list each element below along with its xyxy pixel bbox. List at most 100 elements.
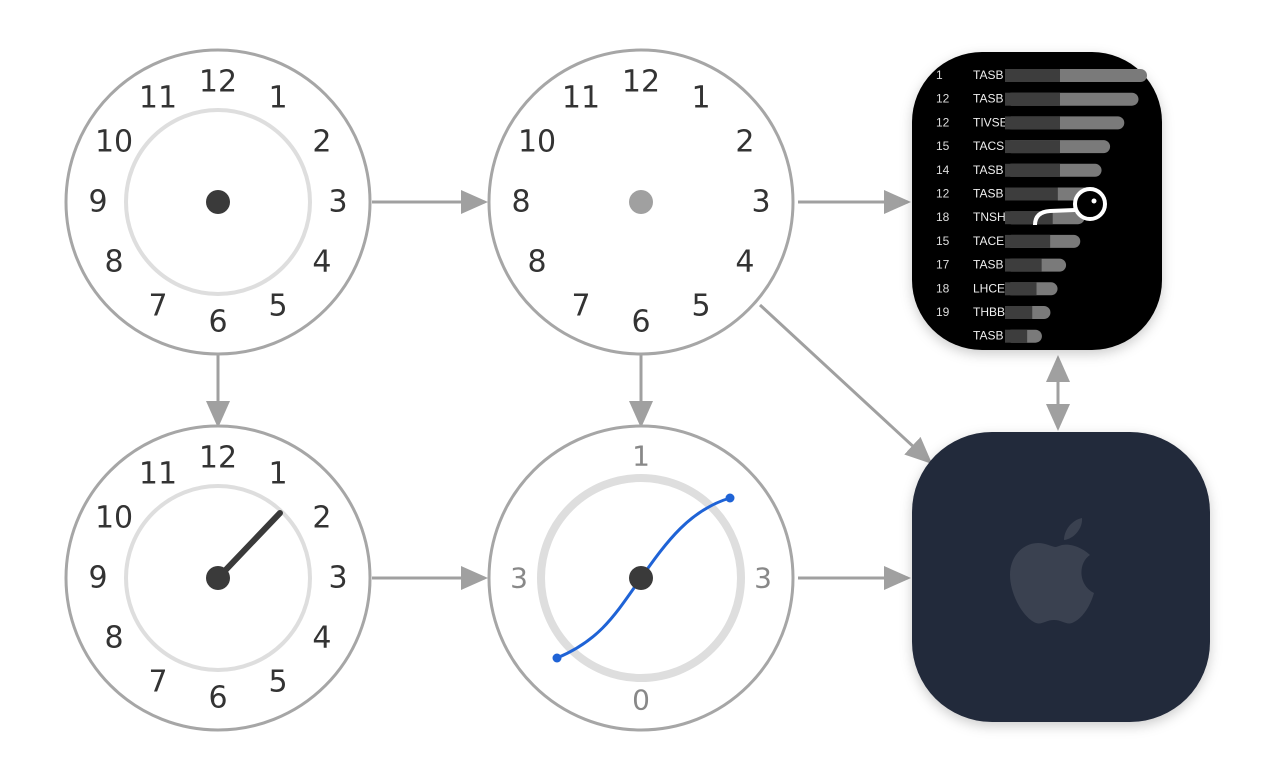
key-ring-icon bbox=[1073, 187, 1107, 221]
dial-label-left: 3 bbox=[510, 562, 528, 595]
clock-number: 8 bbox=[528, 245, 547, 280]
task-row-label: TIVSE bbox=[973, 115, 1008, 129]
clock-number: 2 bbox=[735, 125, 754, 160]
task-row-number: 15 bbox=[936, 234, 950, 248]
clock-number: 8 bbox=[511, 185, 530, 220]
clock-number: 9 bbox=[88, 185, 107, 220]
task-bar-dark-segment bbox=[1005, 329, 1028, 343]
clock-number: 1 bbox=[268, 457, 287, 492]
task-bar-dark-segment bbox=[1005, 92, 1060, 106]
app-tile[interactable] bbox=[912, 432, 1210, 722]
clock-number: 4 bbox=[312, 621, 331, 656]
clock-number: 11 bbox=[139, 457, 177, 492]
clock-number: 8 bbox=[105, 621, 124, 656]
task-bar-dark-segment bbox=[1005, 163, 1060, 177]
clock-number: 4 bbox=[312, 245, 331, 280]
dial-label-right: 3 bbox=[754, 562, 772, 595]
inner-ring bbox=[537, 474, 745, 682]
curve-end-point bbox=[725, 493, 735, 503]
clock-number: 12 bbox=[199, 441, 237, 476]
center-dot bbox=[206, 566, 230, 590]
task-bar-dark-segment bbox=[1005, 69, 1060, 82]
task-row-label: TASB bbox=[973, 329, 1003, 343]
task-row: 1 TASB bbox=[936, 68, 1147, 82]
task-row: 15 TACE bbox=[936, 234, 1081, 248]
clock-number: 11 bbox=[562, 81, 600, 116]
task-row-label: TASB bbox=[973, 68, 1003, 82]
task-bar-dark-segment bbox=[1005, 306, 1033, 319]
task-bar-dark-segment bbox=[1005, 187, 1058, 201]
clock-number: 10 bbox=[518, 125, 556, 160]
clock-number: 2 bbox=[312, 501, 331, 536]
clock-number: 6 bbox=[208, 305, 227, 340]
flow-arrow bbox=[758, 303, 933, 465]
task-row: TASB bbox=[973, 329, 1042, 343]
clock-number: 7 bbox=[148, 664, 167, 699]
clock-number: 3 bbox=[328, 561, 347, 596]
task-row-number: 18 bbox=[936, 281, 950, 295]
dial-label-top: 1 bbox=[632, 440, 650, 473]
task-bar-dark-segment bbox=[1005, 116, 1060, 130]
clock-number: 6 bbox=[631, 305, 650, 340]
clock-number: 6 bbox=[208, 681, 227, 716]
center-dot bbox=[629, 566, 653, 590]
task-row-label: TACS bbox=[973, 139, 1004, 153]
task-row: 12 TIVSE bbox=[936, 115, 1125, 130]
clock-number: 10 bbox=[95, 125, 133, 160]
task-bar-dark-segment bbox=[1005, 140, 1060, 154]
task-row-number: 15 bbox=[936, 139, 950, 153]
inner-ring bbox=[124, 484, 312, 672]
task-row-label: THBB bbox=[973, 305, 1005, 319]
clock-number: 8 bbox=[105, 245, 124, 280]
clock-hand bbox=[215, 510, 283, 581]
arrows bbox=[206, 190, 1070, 590]
task-row-label: TASB bbox=[973, 163, 1003, 177]
task-row: 19 THBB bbox=[936, 305, 1051, 319]
clock-number: 7 bbox=[571, 288, 590, 323]
task-row: 17 TASB bbox=[936, 258, 1067, 272]
clock-number: 7 bbox=[148, 288, 167, 323]
task-bar-dark-segment bbox=[1005, 258, 1042, 272]
clock-number: 11 bbox=[139, 81, 177, 116]
task-bar-dark-segment bbox=[1005, 234, 1051, 248]
key-icon bbox=[1033, 208, 1076, 226]
clock-number: 12 bbox=[199, 65, 237, 100]
clock-number: 5 bbox=[268, 664, 287, 699]
clock-number: 10 bbox=[95, 501, 133, 536]
clock-number: 1 bbox=[268, 81, 287, 116]
clock-number: 4 bbox=[735, 245, 754, 280]
task-bar-dark-segment bbox=[1005, 282, 1037, 296]
task-row-number: 12 bbox=[936, 92, 950, 106]
clock-number: 3 bbox=[328, 185, 347, 220]
task-row-label: TASB bbox=[973, 92, 1003, 106]
dial-label-bottom: 0 bbox=[632, 684, 650, 717]
clock-number: 5 bbox=[268, 288, 287, 323]
task-row: 12 TASB bbox=[936, 92, 1139, 106]
apple-logo-icon bbox=[1010, 518, 1094, 624]
task-row-label: TACE bbox=[973, 234, 1004, 248]
clock-4: 1 3 3 0 bbox=[487, 424, 795, 732]
task-row-number: 14 bbox=[936, 163, 950, 177]
center-dot bbox=[206, 190, 230, 214]
task-row: 14 TASB bbox=[936, 163, 1102, 177]
clock-number: 3 bbox=[751, 185, 770, 220]
center-dot bbox=[629, 190, 653, 214]
clock-number: 9 bbox=[88, 561, 107, 596]
clock-number: 1 bbox=[691, 81, 710, 116]
clock-number: 2 bbox=[312, 125, 331, 160]
clock-number: 5 bbox=[691, 288, 710, 323]
task-row-label: TASB bbox=[973, 258, 1003, 272]
task-row-number: 12 bbox=[936, 115, 950, 129]
task-row-number: 1 bbox=[936, 68, 943, 82]
task-row-number: 19 bbox=[936, 305, 950, 319]
clock-number: 12 bbox=[622, 65, 660, 100]
task-row-number: 17 bbox=[936, 258, 950, 272]
